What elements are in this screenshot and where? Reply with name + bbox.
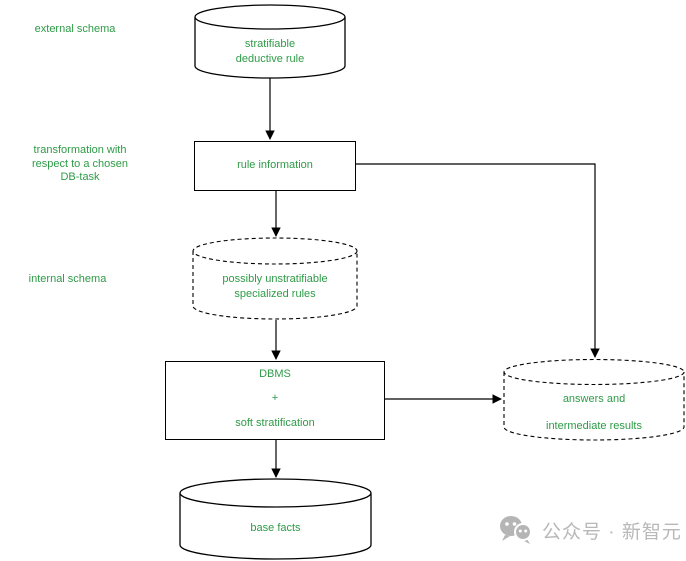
watermark: 公众号 · 新智元 [499, 515, 682, 545]
cylinder-specialized-rules [192, 237, 358, 320]
cylinder-specialized-label: possibly unstratifiable specialized rule… [222, 273, 328, 300]
cylinder-stratifiable-deductive-rule [194, 4, 346, 79]
dbms-line1: DBMS [259, 368, 291, 380]
label-transformation: transformation with respect to a chosen … [31, 144, 128, 183]
cylinder-answers [503, 359, 685, 441]
cylinder-answers-label: answers and intermediate results [546, 393, 642, 432]
cylinder-base-facts-label: base facts [250, 522, 301, 534]
label-external-schema: external schema [34, 23, 116, 35]
rule-information-label: rule information [237, 159, 313, 172]
dbms-line3: soft stratification [235, 416, 315, 429]
watermark-text: 公众号 · 新智元 [542, 521, 682, 543]
box-dbms: DBMS + soft stratification [165, 361, 385, 440]
box-rule-information: rule information [194, 141, 356, 191]
cylinder-base-facts [179, 478, 372, 560]
label-internal-schema: internal schema [28, 273, 107, 285]
dbms-line2: + [271, 392, 279, 405]
wechat-icon [500, 516, 532, 544]
edge-ruleinfo-to-answers [356, 163, 600, 358]
cylinder-stratifiable-label: stratifiable deductive rule [235, 38, 305, 65]
